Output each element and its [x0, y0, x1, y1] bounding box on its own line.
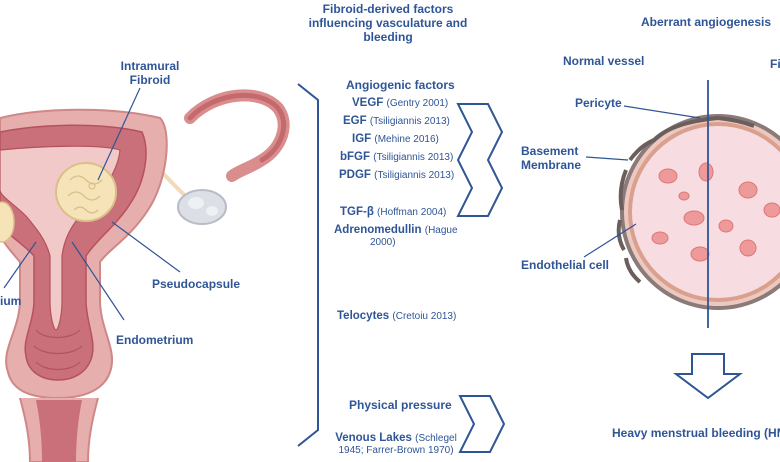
pressure-arrow	[458, 395, 506, 453]
ovary	[177, 189, 227, 225]
fibroid-vessel-label: Fi	[770, 57, 780, 71]
angiogenic-arrow	[456, 103, 504, 217]
factor-igf: IGF (Mehine 2016)	[352, 133, 439, 145]
uterus-illustration	[0, 89, 290, 462]
heavy-menstrual-bleeding-label: Heavy menstrual bleeding (HM	[612, 426, 780, 440]
endometrium-label: Endometrium	[116, 333, 194, 347]
title-line-3: bleeding	[363, 29, 413, 44]
blood-cells	[651, 162, 780, 262]
factor-telocytes: Telocytes (Cretoiu 2013)	[337, 310, 457, 322]
basement-membrane-label: Basement Membrane	[521, 144, 582, 172]
aberrant-angiogenesis-title: Aberrant angiogenesis	[641, 15, 772, 29]
venous-lakes-label: Venous Lakes (Schlegel 1945; Farrer-Brow…	[335, 432, 457, 457]
title-line-2: influencing vasculature and	[308, 15, 468, 30]
factor-egf: EGF (Tsiligiannis 2013)	[343, 115, 450, 127]
pericyte-label: Pericyte	[575, 96, 622, 110]
normal-vessel-label: Normal vessel	[563, 54, 645, 68]
physical-pressure-label: Physical pressure	[349, 398, 452, 412]
factor-adrenomedullin: Adrenomedullin (Hague 2000)	[334, 224, 458, 249]
intramural-fibroid	[55, 162, 117, 222]
angiogenic-factors-heading: Angiogenic factors	[346, 78, 455, 92]
factor-vegf: VEGF (Gentry 2001)	[352, 97, 449, 109]
factor-bfgf: bFGF (Tsiligiannis 2013)	[340, 151, 454, 163]
title-line-1: Fibroid-derived factors	[322, 2, 454, 16]
vessel-leader-lines	[583, 105, 701, 258]
diagram-title: Fibroid-derived factors influencing vasc…	[302, 2, 474, 44]
factor-pdgf: PDGF (Tsiligiannis 2013)	[339, 169, 455, 181]
pseudocapsule-label: Pseudocapsule	[152, 277, 241, 291]
myometrium-label: ium	[0, 294, 22, 308]
endothelial-cell-label: Endothelial cell	[521, 258, 610, 272]
factor-tgf-beta: TGF-β (Hoffman 2004)	[340, 206, 447, 218]
uterus-leader-lines	[3, 87, 181, 321]
vessel-cross-section	[616, 80, 780, 328]
down-arrow	[673, 353, 743, 400]
factors-bracket	[297, 83, 319, 447]
intramural-fibroid-label: Intramural Fibroid	[120, 59, 180, 87]
